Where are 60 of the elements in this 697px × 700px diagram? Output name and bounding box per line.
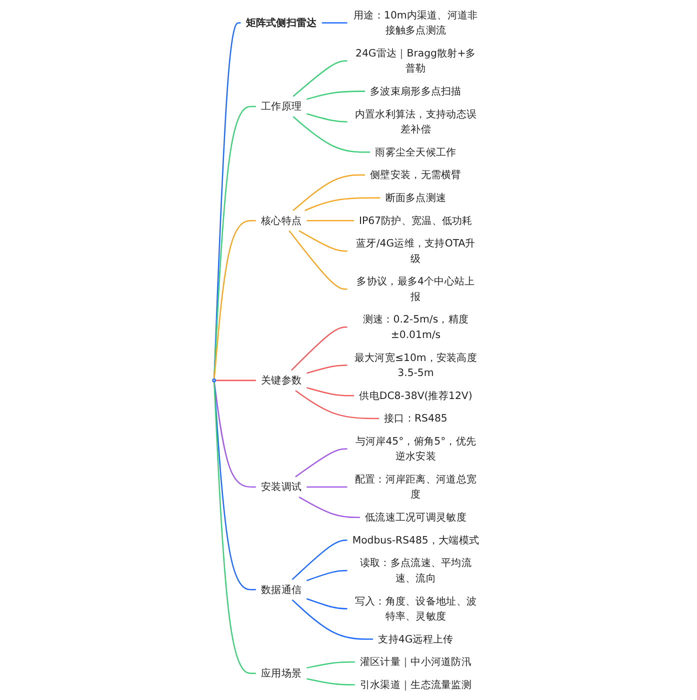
node-text: 支持4G远程上传 (378, 632, 454, 645)
node-text: 低流速工况可调灵敏度 (364, 511, 466, 524)
node-text: 灌区计量｜中小河道防汛 (360, 656, 472, 668)
node-text: 24G雷达｜Bragg散射+多普勒 (356, 46, 476, 74)
connector (288, 230, 348, 290)
node-text: 核心特点 (261, 214, 302, 226)
connector (306, 661, 355, 669)
connector (214, 382, 256, 488)
node-text: 工作原理 (261, 100, 302, 112)
connector (290, 326, 348, 371)
connector (292, 540, 348, 580)
node-text: 最大河宽≤10m，安装高度3.5-5m (354, 351, 478, 379)
connector (292, 599, 374, 640)
connector (292, 60, 348, 97)
node-text: 内置水利算法，支持动态误差补偿 (354, 108, 477, 136)
node-text: 关键参数 (261, 374, 302, 386)
connector (306, 90, 365, 100)
connector (304, 197, 380, 212)
node-text: 数据通信 (261, 583, 302, 596)
connector (295, 448, 348, 478)
connector (306, 598, 348, 610)
node-text: Modbus-RS485，大端模式 (352, 534, 480, 546)
connector (215, 380, 256, 382)
connector (306, 364, 348, 374)
connector (306, 113, 348, 122)
connector (306, 220, 354, 222)
connector (306, 678, 355, 686)
connector (292, 174, 365, 211)
node-text: 蓝牙/4G运维，支持OTA升级 (356, 237, 476, 264)
node-text: 引水渠道｜生态流量监测 (360, 678, 472, 690)
node-text: 测速：0.2-5m/s，精度±0.01m/s (362, 313, 469, 340)
node-text: 读取：多点流速、平均流速、流向 (360, 556, 472, 584)
node-text: 用途：10m内渠道、河道非接触多点测流 (354, 8, 478, 36)
node-text: 配置：河岸距离、河道总宽度 (354, 473, 477, 500)
connector (306, 486, 348, 488)
connector (306, 387, 354, 396)
node-text: 供电DC8-38V(推荐12V) (359, 389, 472, 402)
node-text: 矩阵式侧扫雷达 (246, 16, 317, 29)
node-text: 接口：RS485 (384, 412, 448, 424)
node-text: 侧壁安装，无需横臂 (370, 168, 462, 181)
connector (298, 496, 360, 518)
connector (214, 382, 256, 590)
connector (214, 220, 256, 380)
connector (322, 22, 348, 24)
connector (214, 382, 256, 674)
connector (214, 106, 256, 380)
connector (292, 116, 370, 153)
connector (306, 570, 348, 582)
node-circle (212, 378, 216, 382)
node-text: IP67防护、宽温、低功耗 (359, 214, 472, 226)
node-text: 写入：角度、设备地址、波特率、灵敏度 (354, 594, 477, 622)
node-text: 多波束扇形多点扫描 (370, 84, 462, 98)
node-text: 安装调试 (261, 480, 302, 493)
connector (298, 230, 348, 252)
node-text: 与河岸45°，俯角5°，优先逆水安装 (355, 434, 476, 462)
node-text: 雨雾尘全天候工作 (375, 146, 456, 158)
node-text: 多协议，最多4个中心站上报 (356, 275, 475, 302)
node-text: 断面多点测速 (385, 191, 446, 204)
connector (295, 390, 379, 420)
node-text: 应用场景 (261, 667, 302, 680)
